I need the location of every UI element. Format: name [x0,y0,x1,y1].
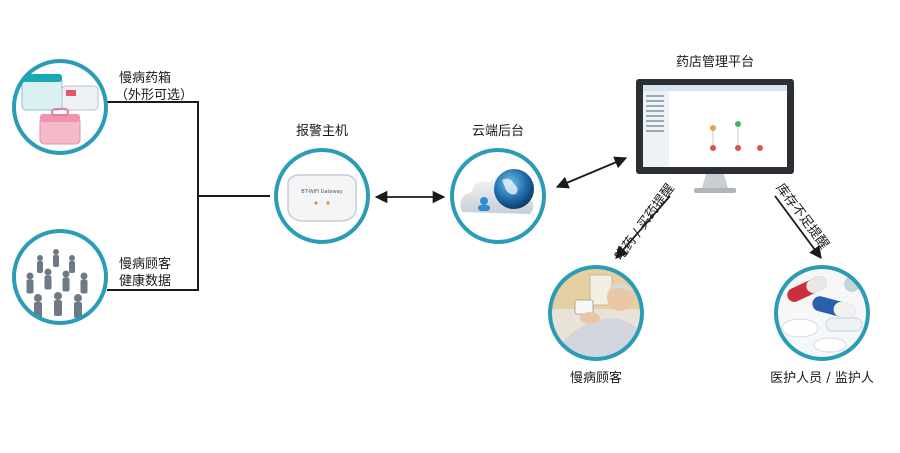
customer-data-label-line1: 慢病顾客 [119,257,172,272]
arrow-to-staff [774,195,822,260]
cloud-node [450,148,546,244]
alarm-host-ring [274,148,370,244]
customer-crowd-node [12,229,108,325]
alarm-host-title: 报警主机 [295,124,348,139]
medicine-box-label: 慢病药箱 （外形可选） [115,70,193,104]
customer-data-label-line2: 健康数据 [119,274,172,289]
pills-ring [774,265,870,361]
medicine-box-ring [12,59,108,155]
pharmacy-monitor [636,79,794,193]
patient-ring [548,265,644,361]
customer-data-label: 慢病顾客 健康数据 [119,256,171,290]
pharmacy-title: 药店管理平台 [675,55,754,70]
alarm-host-node: BT-WiFi Gateway [274,148,370,244]
customer-crowd-ring [12,229,108,325]
patient-title: 慢病顾客 [569,371,622,386]
pills-node [774,265,870,361]
medicine-box-label-line1: 慢病药箱 [119,71,172,86]
patient-node [548,265,644,361]
arrow-cloud-platform [555,156,628,189]
gateway-device-text: BT-WiFi Gateway [301,189,342,195]
connector-lines [107,101,270,291]
cloud-ring [450,148,546,244]
medicine-box-label-line2: （外形可选） [115,88,194,103]
cloud-title: 云端后台 [471,124,524,139]
arrow-to-patient [615,195,671,259]
staff-title: 医护人员 / 监护人 [770,371,874,386]
medicine-box-node [12,59,108,155]
